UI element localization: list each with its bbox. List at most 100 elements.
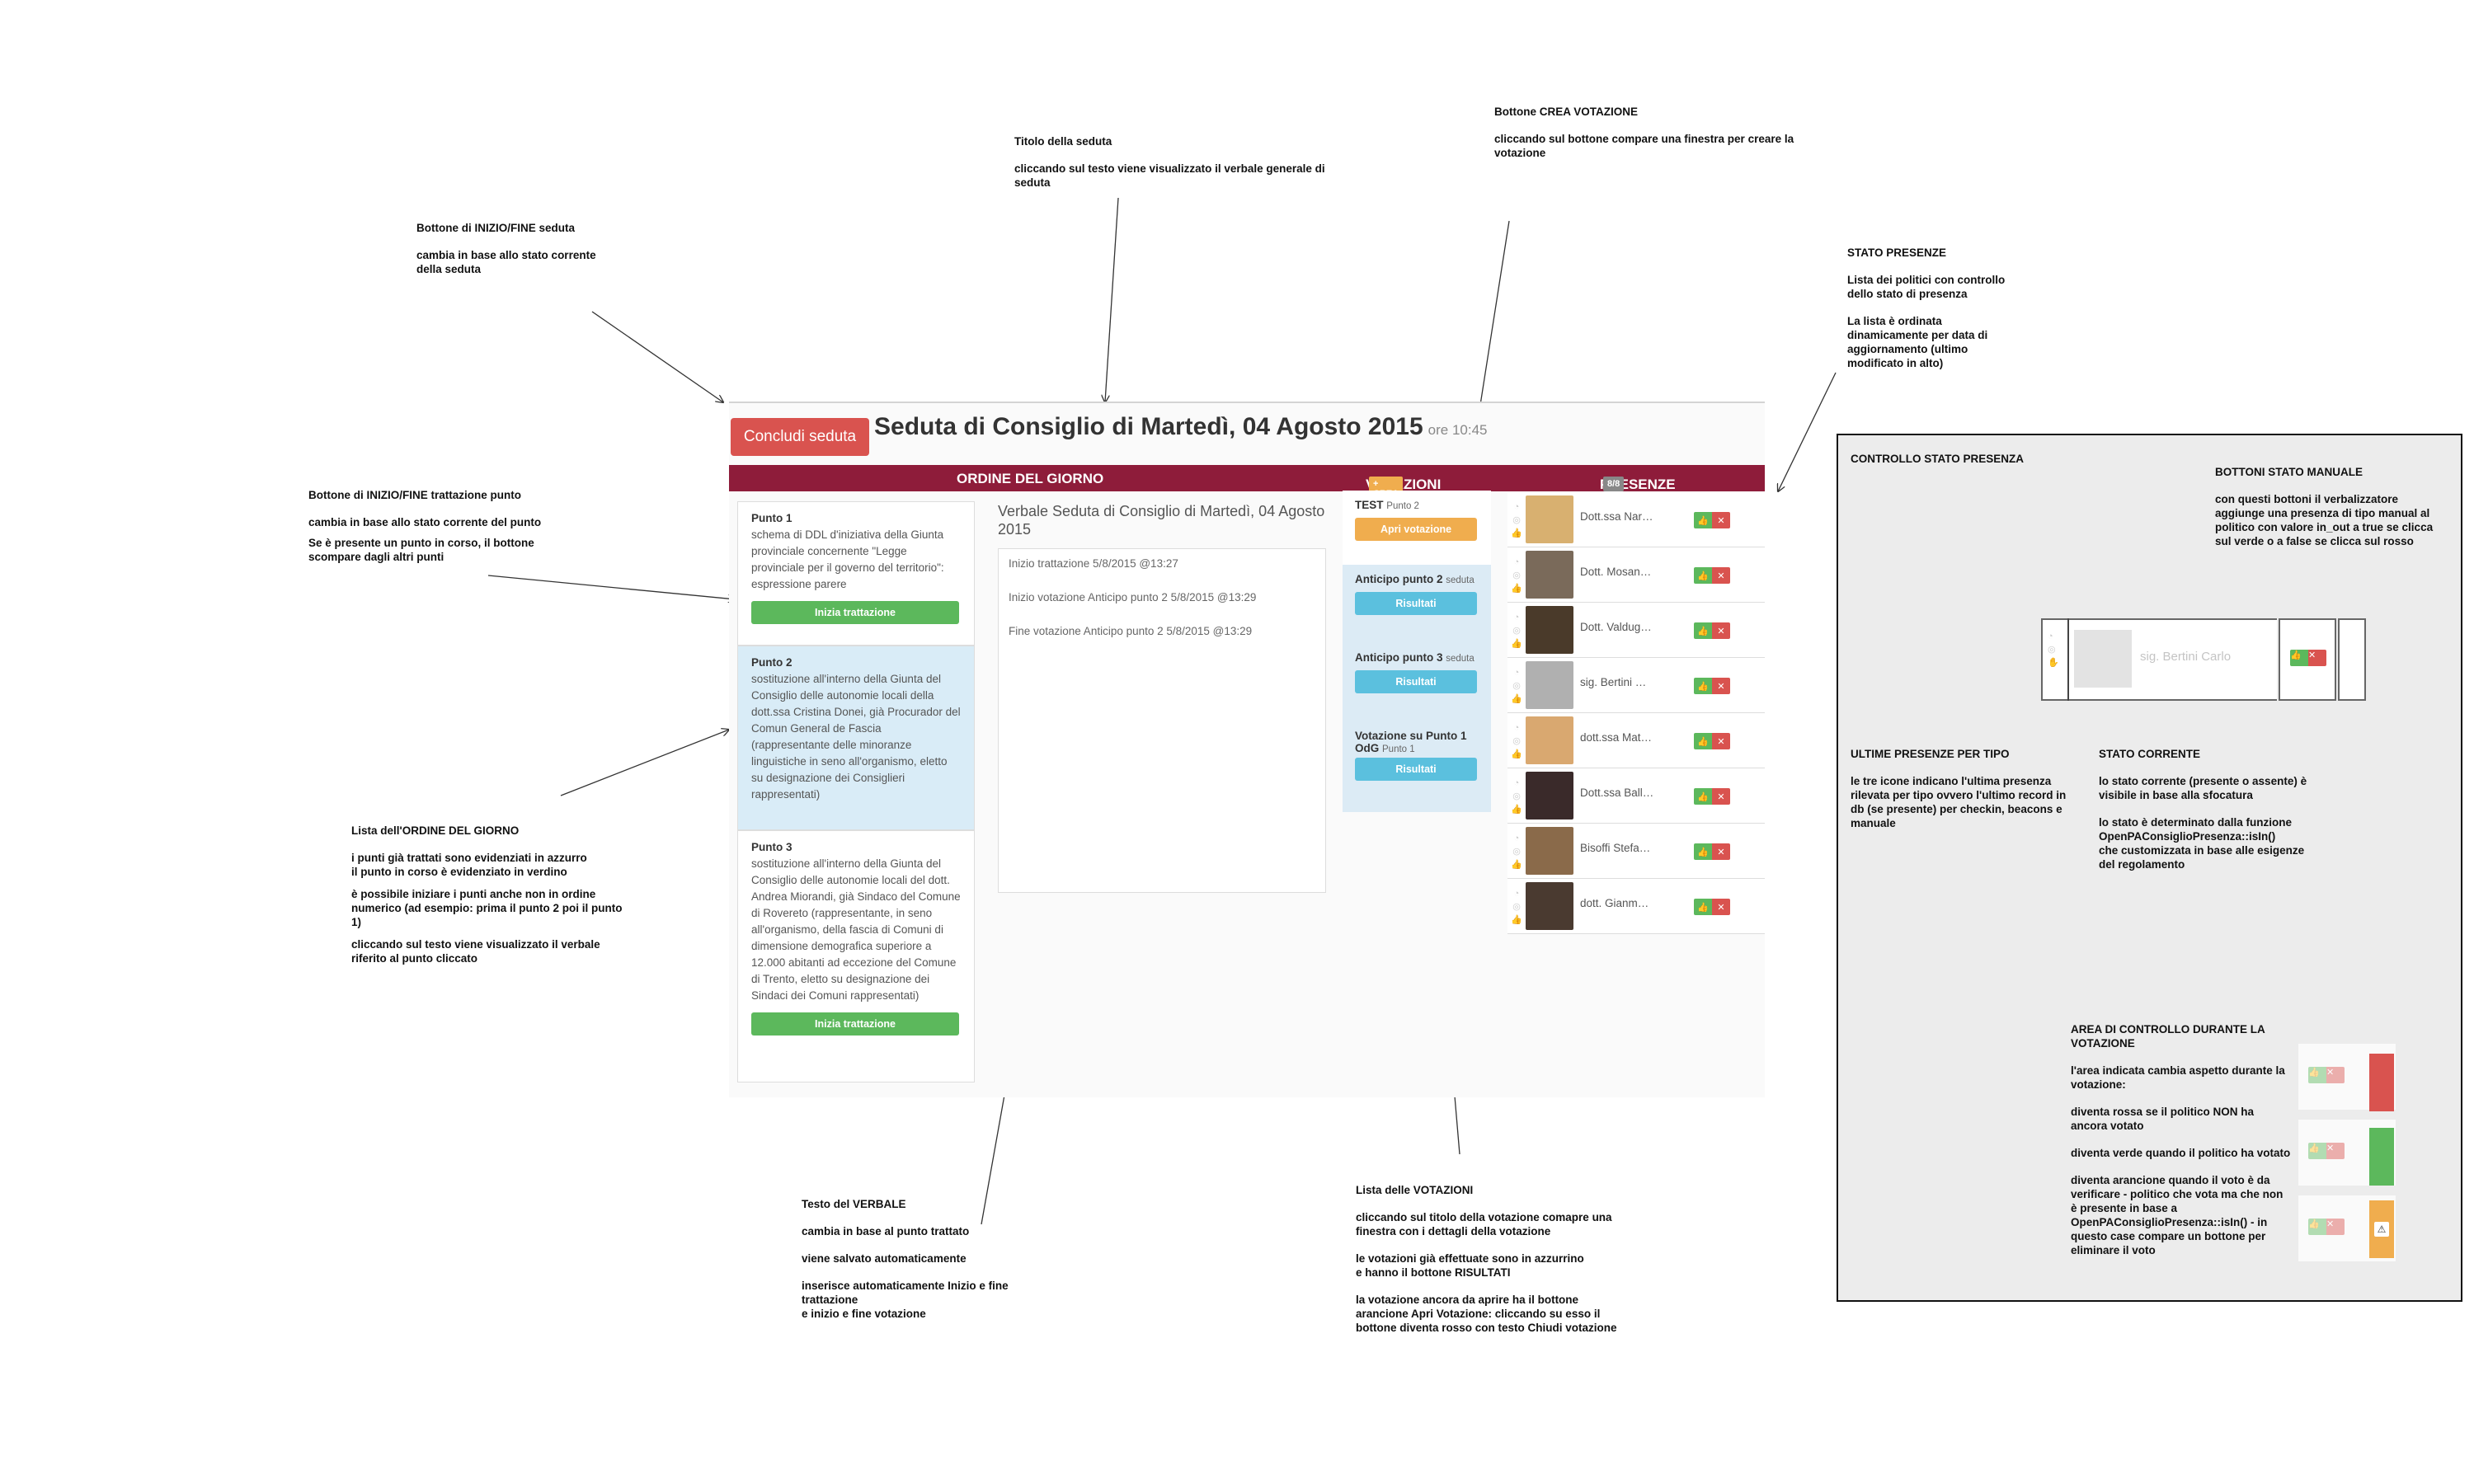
session-title[interactable]: Seduta di Consiglio di Martedì, 04 Agost…	[874, 413, 1488, 441]
vote-item: Anticipo punto 2 seduta Risultati	[1343, 565, 1491, 643]
app-screenshot: Concludi seduta Seduta di Consiglio di M…	[729, 402, 1765, 1097]
annotation-crea-votazione: Bottone CREA VOTAZIONE cliccando sul bot…	[1494, 106, 1794, 159]
last-presence-icons: ◔◎👍	[1511, 613, 1522, 649]
set-present-button[interactable]: 👍	[1694, 512, 1712, 528]
verbale-text-area[interactable]: Inizio trattazione 5/8/2015 @13:27 Inizi…	[998, 548, 1326, 893]
presence-row: ◔◎👍Dott. Mosaner Adalb...👍✕	[1507, 547, 1765, 603]
odg-item-title[interactable]: Punto 3	[751, 841, 793, 853]
annotation-verbale: Testo del VERBALE cambia in base al punt…	[802, 1198, 1009, 1320]
vote-area-green-example: 👍✕	[2298, 1120, 2396, 1186]
presence-row: ◔◎👍sig. Bertini Carlo👍✕	[1507, 658, 1765, 713]
last-presence-icons: ◔◎👍	[1511, 502, 1522, 538]
last-presence-icons: ◔◎✋	[2048, 632, 2059, 668]
politician-name: dott. Gianmoena Par...	[1580, 897, 1654, 909]
vote-title[interactable]: Anticipo punto 3 seduta	[1355, 651, 1479, 664]
set-absent-button[interactable]: ✕	[1712, 733, 1730, 749]
session-title-text[interactable]: Seduta di Consiglio di Martedì, 04 Agost…	[874, 413, 1423, 440]
odg-item[interactable]: Punto 2 sostituzione all'interno della G…	[737, 646, 975, 830]
politician-name: Dott. Valduga Franc...	[1580, 621, 1654, 633]
odg-item[interactable]: Punto 3 sostituzione all'interno della G…	[737, 830, 975, 1082]
politician-name: Dott.ssa Nardin Anto...	[1580, 510, 1654, 523]
odg-item-title[interactable]: Punto 1	[751, 512, 793, 524]
annotation-stato-presenze: STATO PRESENZE Lista dei politici con co…	[1847, 247, 2006, 369]
set-absent-button[interactable]: ✕	[1712, 512, 1730, 528]
annotation-inizio-fine-seduta: Bottone di INIZIO/FINE seduta cambia in …	[416, 222, 596, 275]
odg-item-text[interactable]: sostituzione all'interno della Giunta de…	[751, 673, 961, 801]
last-presence-icons: ◔◎👍	[1511, 557, 1522, 594]
odg-heading: ORDINE DEL GIORNO	[957, 471, 1104, 486]
set-present-button[interactable]: 👍	[1694, 899, 1712, 915]
results-button[interactable]: Risultati	[1355, 592, 1477, 615]
annotation-lista-votazioni: Lista delle VOTAZIONI cliccando sul tito…	[1356, 1184, 1617, 1334]
presence-row: ◔◎👍 Dott. Valduga Franc... 👍✕	[1507, 603, 1765, 658]
vote-title[interactable]: Votazione su Punto 1	[1355, 730, 1467, 742]
results-button[interactable]: Risultati	[1355, 670, 1477, 693]
avatar	[1526, 882, 1573, 930]
annotation-titolo-seduta: Titolo della seduta cliccando sul testo …	[1014, 135, 1325, 189]
vote-title-label[interactable]: Anticipo punto 2	[1355, 573, 1443, 585]
vote-title[interactable]: Anticipo punto 2 seduta	[1355, 573, 1479, 585]
set-absent-button[interactable]: ✕	[1712, 567, 1730, 584]
verbale-line: Inizio votazione Anticipo punto 2 5/8/20…	[1009, 591, 1257, 603]
verbale-panel: Verbale Seduta di Consiglio di Martedì, …	[998, 492, 1326, 893]
presence-row: ◔◎👍 Dott.ssa Nardin Anto... 👍✕	[1507, 492, 1765, 547]
vote-subtitle-row: OdG Punto 1	[1355, 742, 1479, 754]
vote-subtitle: Punto 2	[1386, 501, 1419, 511]
manual-buttons-mock: 👍✕	[2279, 618, 2336, 701]
verbale-line: Inizio trattazione 5/8/2015 @13:27	[1009, 557, 1178, 570]
politician-name: dott.ssa Mattevi Mo...	[1580, 731, 1654, 744]
start-discussion-button[interactable]: Inizia trattazione	[751, 1012, 959, 1036]
set-absent-button[interactable]: ✕	[1712, 843, 1730, 860]
thumb-up-icon: 👍	[2308, 1219, 2326, 1235]
last-presence-icons: ◔◎👍	[1511, 834, 1522, 870]
vote-title[interactable]: TEST Punto 2	[1355, 499, 1479, 511]
vote-title-label[interactable]: Anticipo punto 3	[1355, 651, 1443, 664]
vote-indicator-orange: ⚠	[2369, 1200, 2394, 1258]
set-present-button[interactable]: 👍	[1694, 622, 1712, 639]
thumb-up-icon: 👍	[2308, 1067, 2326, 1083]
odg-item-text[interactable]: schema di DDL d'iniziativa della Giunta …	[751, 528, 944, 590]
end-session-button[interactable]: Concludi seduta	[731, 418, 869, 456]
avatar	[2074, 630, 2132, 688]
presence-row: ◔◎👍Dott.ssa Ballardini P...👍✕	[1507, 768, 1765, 824]
vote-item: Votazione su Punto 1 OdG Punto 1 Risulta…	[1343, 721, 1491, 800]
set-present-button[interactable]: 👍	[1694, 567, 1712, 584]
avatar	[1526, 606, 1573, 654]
odg-list: Punto 1 schema di DDL d'iniziativa della…	[737, 501, 975, 1082]
vote-subtitle: seduta	[1446, 575, 1475, 585]
verbale-line: Fine votazione Anticipo punto 2 5/8/2015…	[1009, 625, 1253, 637]
results-button[interactable]: Risultati	[1355, 758, 1477, 781]
odg-item[interactable]: Punto 1 schema di DDL d'iniziativa della…	[737, 501, 975, 646]
panel-stato-note: STATO CORRENTE lo stato corrente (presen…	[2099, 748, 2307, 871]
verbale-title: Verbale Seduta di Consiglio di Martedì, …	[998, 503, 1325, 538]
avatar	[1526, 661, 1573, 709]
set-absent-button[interactable]: ✕	[1712, 678, 1730, 694]
set-absent-button[interactable]: ✕	[1712, 788, 1730, 805]
open-vote-button[interactable]: Apri votazione	[1355, 518, 1477, 541]
avatar	[1526, 827, 1573, 875]
vote-title-label[interactable]: TEST	[1355, 499, 1384, 511]
vote-area-orange-example: 👍✕ ⚠	[2298, 1195, 2396, 1261]
controllo-stato-presenza-panel: CONTROLLO STATO PRESENZA BOTTONI STATO M…	[1837, 434, 2462, 1302]
presence-row: ◔◎👍dott.ssa Mattevi Mo...👍✕	[1507, 713, 1765, 768]
odg-item-title[interactable]: Punto 2	[751, 656, 793, 669]
set-present-button[interactable]: 👍	[2290, 650, 2308, 666]
set-absent-button[interactable]: ✕	[1712, 899, 1730, 915]
politician-name: Bisoffi Stefano (politi...	[1580, 842, 1654, 854]
avatar	[1526, 716, 1573, 764]
panel-ultime-note: ULTIME PRESENZE PER TIPO le tre icone in…	[1851, 748, 2067, 829]
set-absent-button[interactable]: ✕	[2308, 650, 2326, 666]
vote-subtitle-odg: OdG	[1355, 742, 1380, 754]
odg-item-text[interactable]: sostituzione all'interno della Giunta de…	[751, 857, 961, 1002]
vote-subtitle: seduta	[1446, 654, 1475, 664]
top-divider	[729, 402, 1765, 403]
set-present-button[interactable]: 👍	[1694, 733, 1712, 749]
set-present-button[interactable]: 👍	[1694, 788, 1712, 805]
set-absent-button[interactable]: ✕	[1712, 622, 1730, 639]
set-present-button[interactable]: 👍	[1694, 843, 1712, 860]
presenze-count-badge: 8/8	[1603, 477, 1625, 491]
warning-delete-vote-button[interactable]: ⚠	[2374, 1222, 2389, 1237]
vote-subtitle: Punto 1	[1382, 744, 1415, 754]
set-present-button[interactable]: 👍	[1694, 678, 1712, 694]
start-discussion-button[interactable]: Inizia trattazione	[751, 601, 959, 624]
